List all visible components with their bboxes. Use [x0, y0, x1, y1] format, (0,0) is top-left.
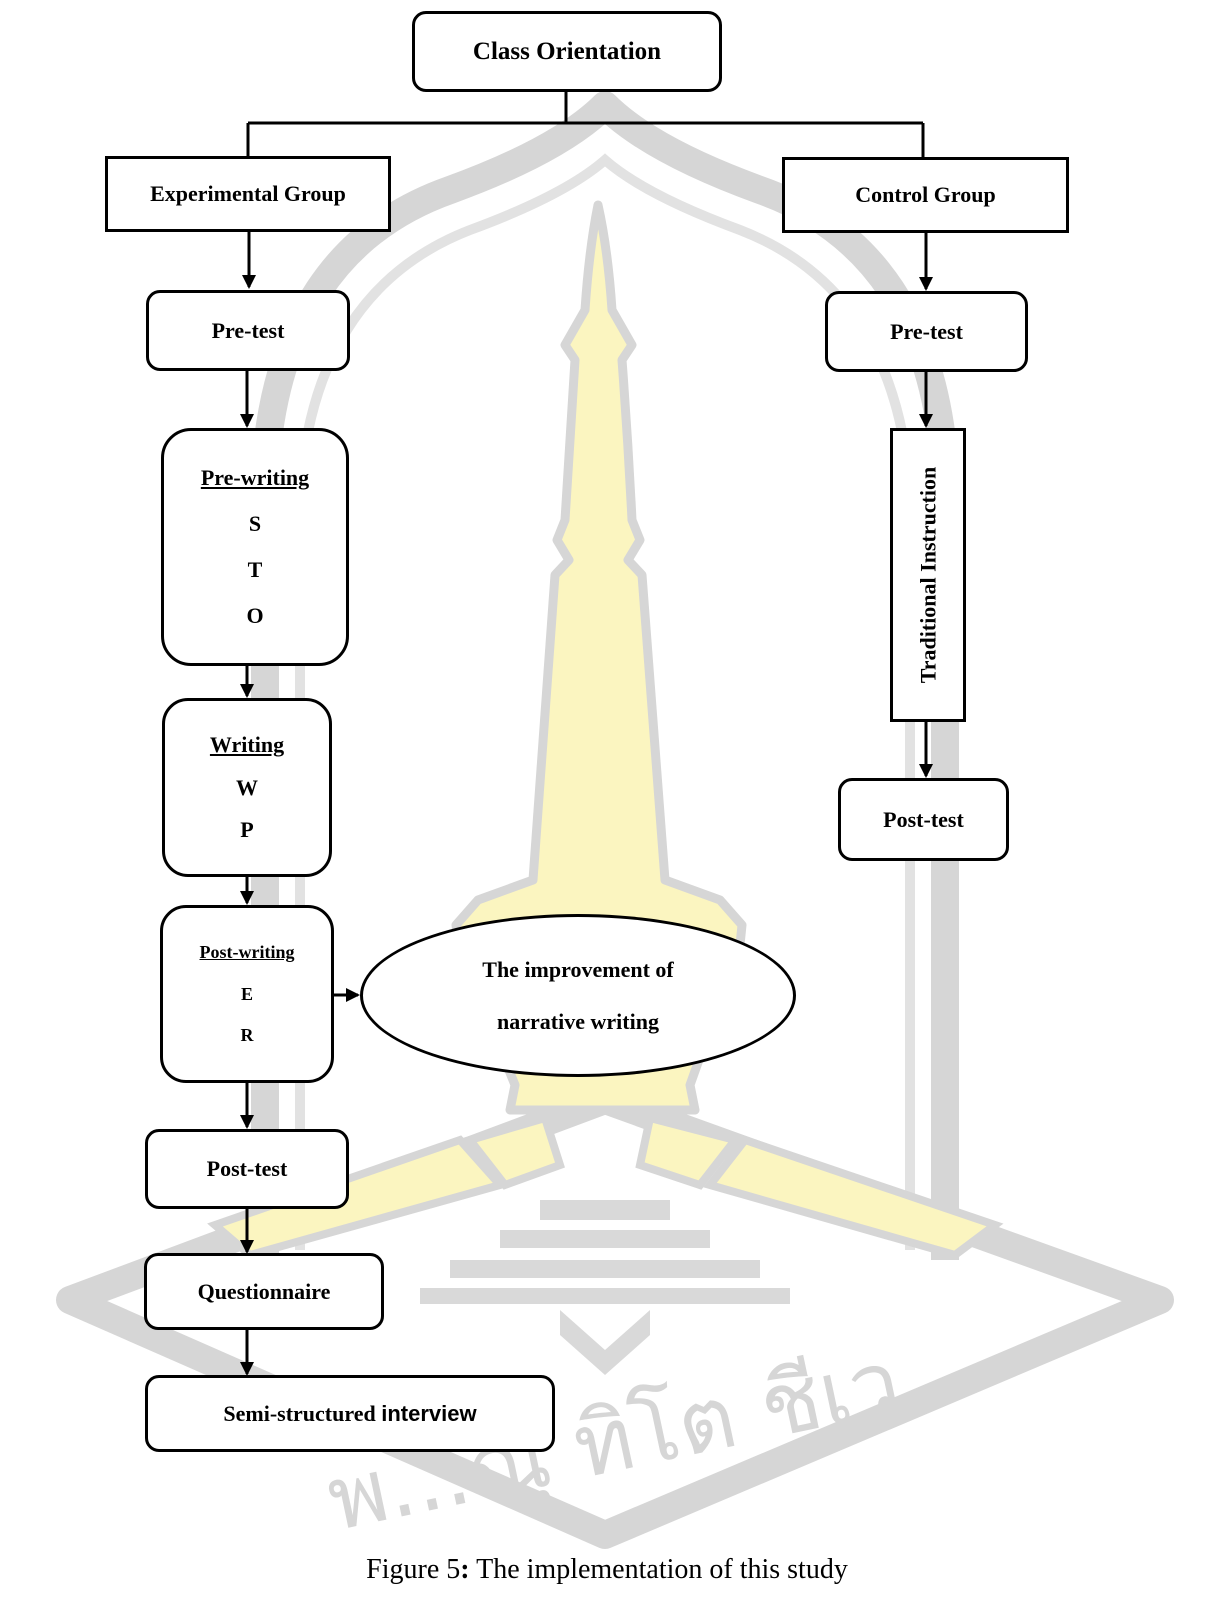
control-group-box: Control Group: [782, 157, 1069, 233]
figure-caption: Figure 5: The implementation of this stu…: [0, 1554, 1214, 1586]
caption-prefix: Figure 5: [366, 1554, 461, 1585]
watermark-arch-outer: [251, 91, 959, 1260]
interview-label-part2: interview: [381, 1400, 477, 1426]
control-group-label: Control Group: [855, 182, 996, 207]
prewriting-step-s: S: [248, 511, 262, 536]
postwriting-box: Post-writing E R: [160, 905, 334, 1083]
prewriting-title: Pre-writing: [200, 465, 310, 490]
prewriting-step-t: T: [247, 557, 263, 582]
prewriting-box: Pre-writing S T O: [161, 428, 349, 666]
prewriting-step-o: O: [246, 603, 264, 628]
watermark-spire: [451, 200, 747, 1115]
experimental-group-label: Experimental Group: [150, 181, 346, 206]
experimental-posttest-label: Post-test: [206, 1156, 288, 1181]
traditional-instruction-label: Traditional Instruction: [915, 466, 940, 684]
improvement-line-1: The improvement of: [482, 956, 674, 982]
interview-label: Semi-structured interview: [223, 1401, 476, 1427]
branch-connector: [246, 91, 925, 157]
writing-box: Writing W P: [162, 698, 332, 877]
writing-step-p: P: [240, 817, 254, 843]
control-pretest-label: Pre-test: [890, 318, 963, 344]
control-posttest-box: Post-test: [838, 778, 1009, 861]
watermark-rays: [207, 1113, 1004, 1260]
experimental-pretest-label: Pre-test: [211, 317, 285, 343]
experimental-group-box: Experimental Group: [105, 156, 391, 232]
postwriting-title: Post-writing: [199, 942, 295, 963]
writing-title: Writing: [209, 731, 285, 757]
postwriting-step-e: E: [240, 983, 253, 1004]
postwriting-step-r: R: [240, 1024, 254, 1045]
improvement-outcome-ellipse: The improvement of narrative writing: [360, 914, 796, 1077]
caption-colon: :: [460, 1554, 470, 1585]
traditional-instruction-box: Traditional Instruction: [890, 428, 966, 722]
experimental-pretest-box: Pre-test: [146, 290, 350, 371]
experimental-posttest-box: Post-test: [145, 1129, 349, 1209]
interview-label-part1: Semi-structured: [223, 1400, 382, 1426]
interview-box: Semi-structured interview: [145, 1375, 555, 1452]
writing-step-w: W: [236, 774, 258, 800]
questionnaire-label: Questionnaire: [197, 1278, 331, 1304]
class-orientation-label: Class Orientation: [472, 37, 662, 65]
caption-text: The implementation of this study: [469, 1554, 848, 1585]
control-posttest-label: Post-test: [883, 806, 964, 832]
class-orientation-box: Class Orientation: [412, 11, 722, 92]
improvement-line-2: narrative writing: [497, 1008, 659, 1034]
questionnaire-box: Questionnaire: [144, 1253, 384, 1330]
watermark-pattern: [420, 1200, 790, 1375]
control-pretest-box: Pre-test: [825, 291, 1028, 372]
